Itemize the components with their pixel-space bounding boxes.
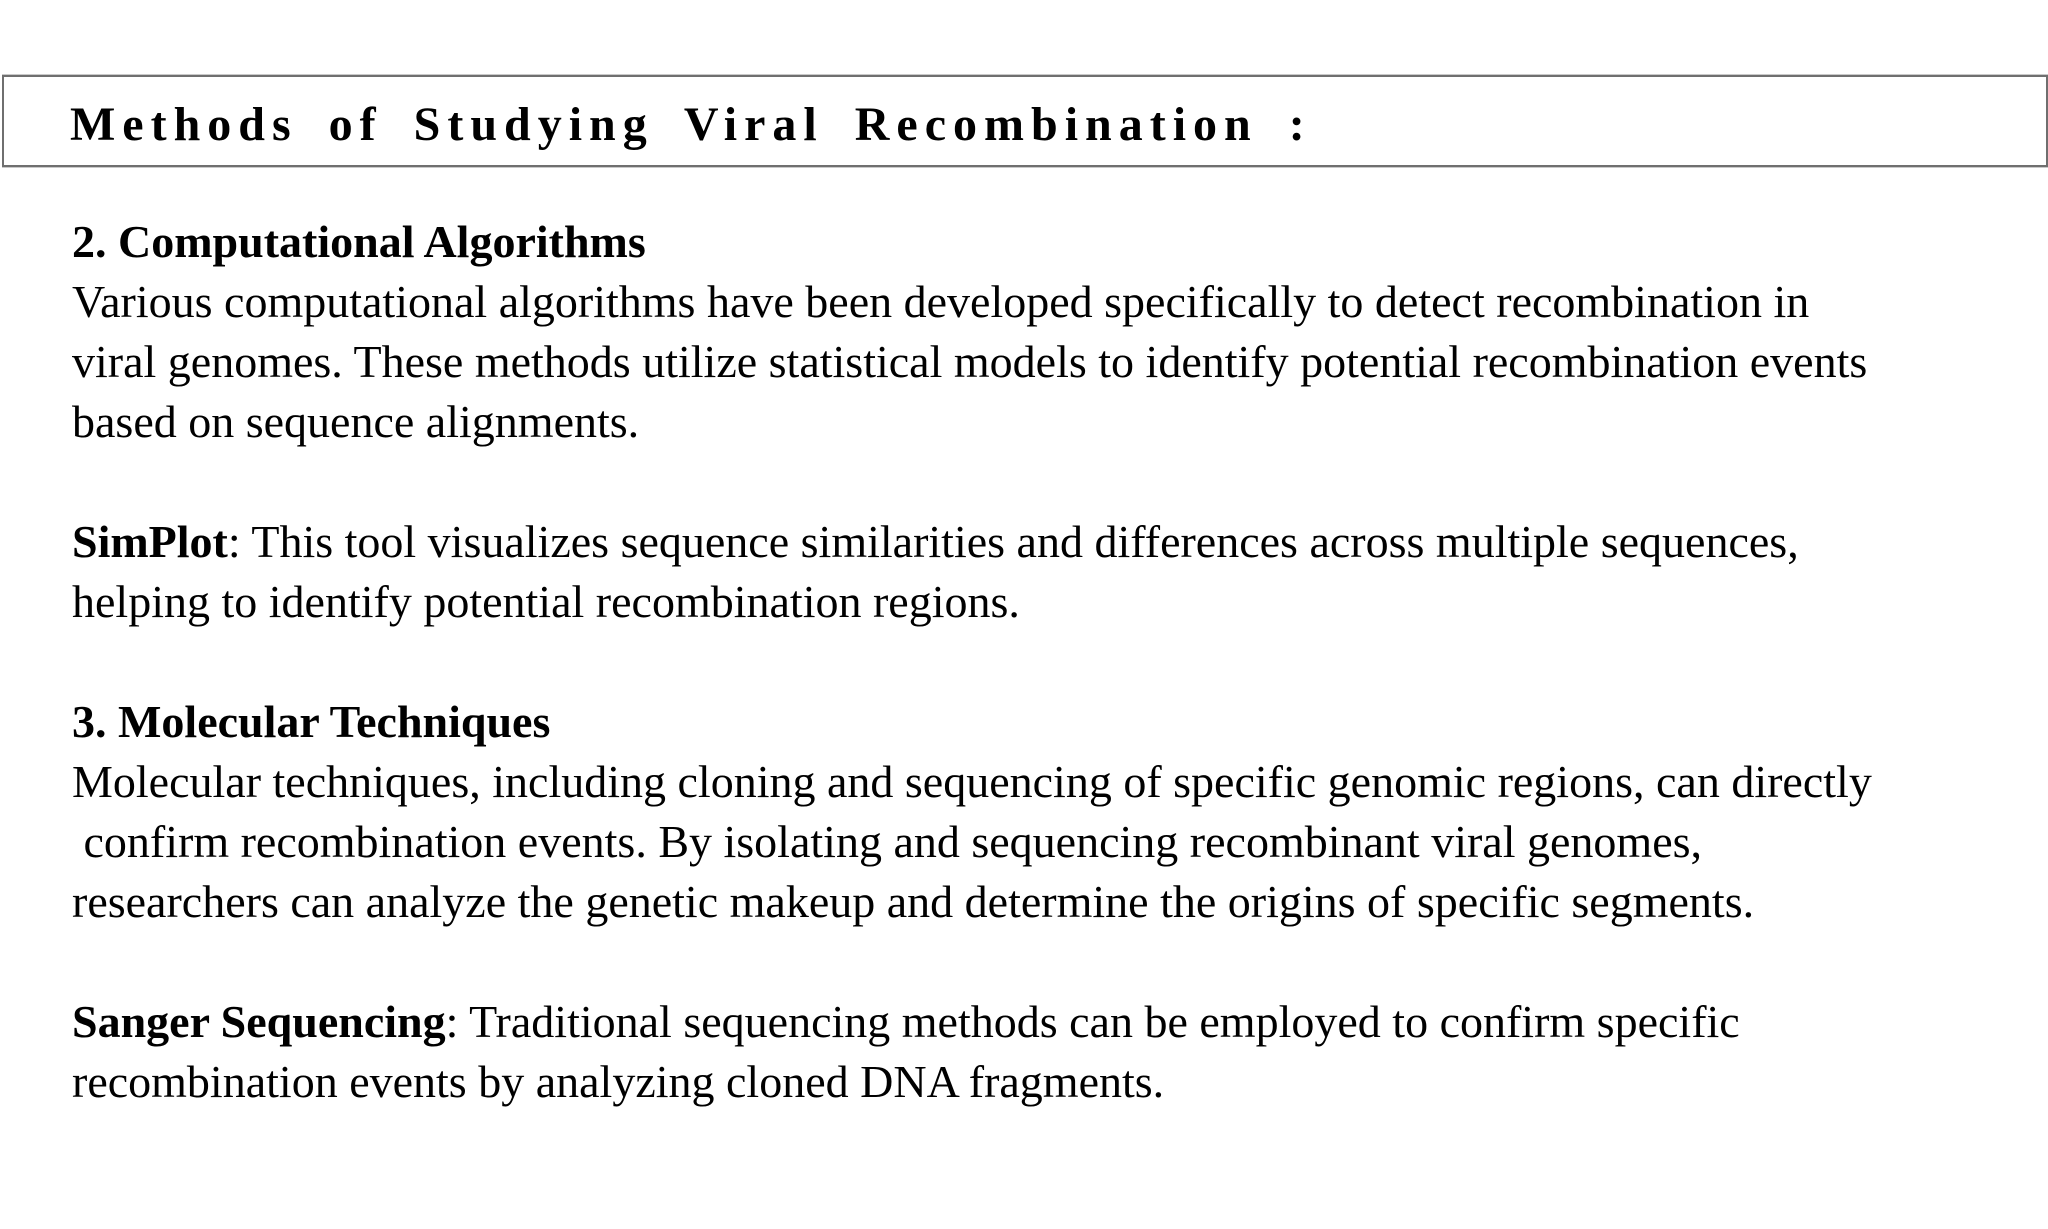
paragraph-text: : This tool visualizes sequence similari… (72, 516, 1799, 627)
section-paragraph: Various computational algorithms have be… (72, 276, 1868, 447)
paragraph-text: : Traditional sequencing methods can be … (72, 996, 1740, 1107)
section-paragraph: Sanger Sequencing: Traditional sequencin… (72, 992, 2048, 1112)
bold-lead: SimPlot (72, 516, 228, 567)
section-simplot: SimPlot: This tool visualizes sequence s… (72, 512, 2048, 632)
section-sanger-sequencing: Sanger Sequencing: Traditional sequencin… (72, 992, 2048, 1112)
section-computational-algorithms: 2. Computational Algorithms Various comp… (72, 212, 2048, 452)
section-molecular-techniques: 3. Molecular Techniques Molecular techni… (72, 692, 2048, 932)
title-box: Methods of Studying Viral Recombination … (2, 75, 2048, 167)
page-title: Methods of Studying Viral Recombination … (70, 97, 1312, 151)
section-heading: 2. Computational Algorithms (72, 216, 646, 267)
section-heading: 3. Molecular Techniques (72, 696, 551, 747)
document-content: 2. Computational Algorithms Various comp… (72, 212, 2048, 1172)
bold-lead: Sanger Sequencing (72, 996, 446, 1047)
section-paragraph: Molecular techniques, including cloning … (72, 756, 1872, 927)
section-paragraph: SimPlot: This tool visualizes sequence s… (72, 512, 2048, 632)
